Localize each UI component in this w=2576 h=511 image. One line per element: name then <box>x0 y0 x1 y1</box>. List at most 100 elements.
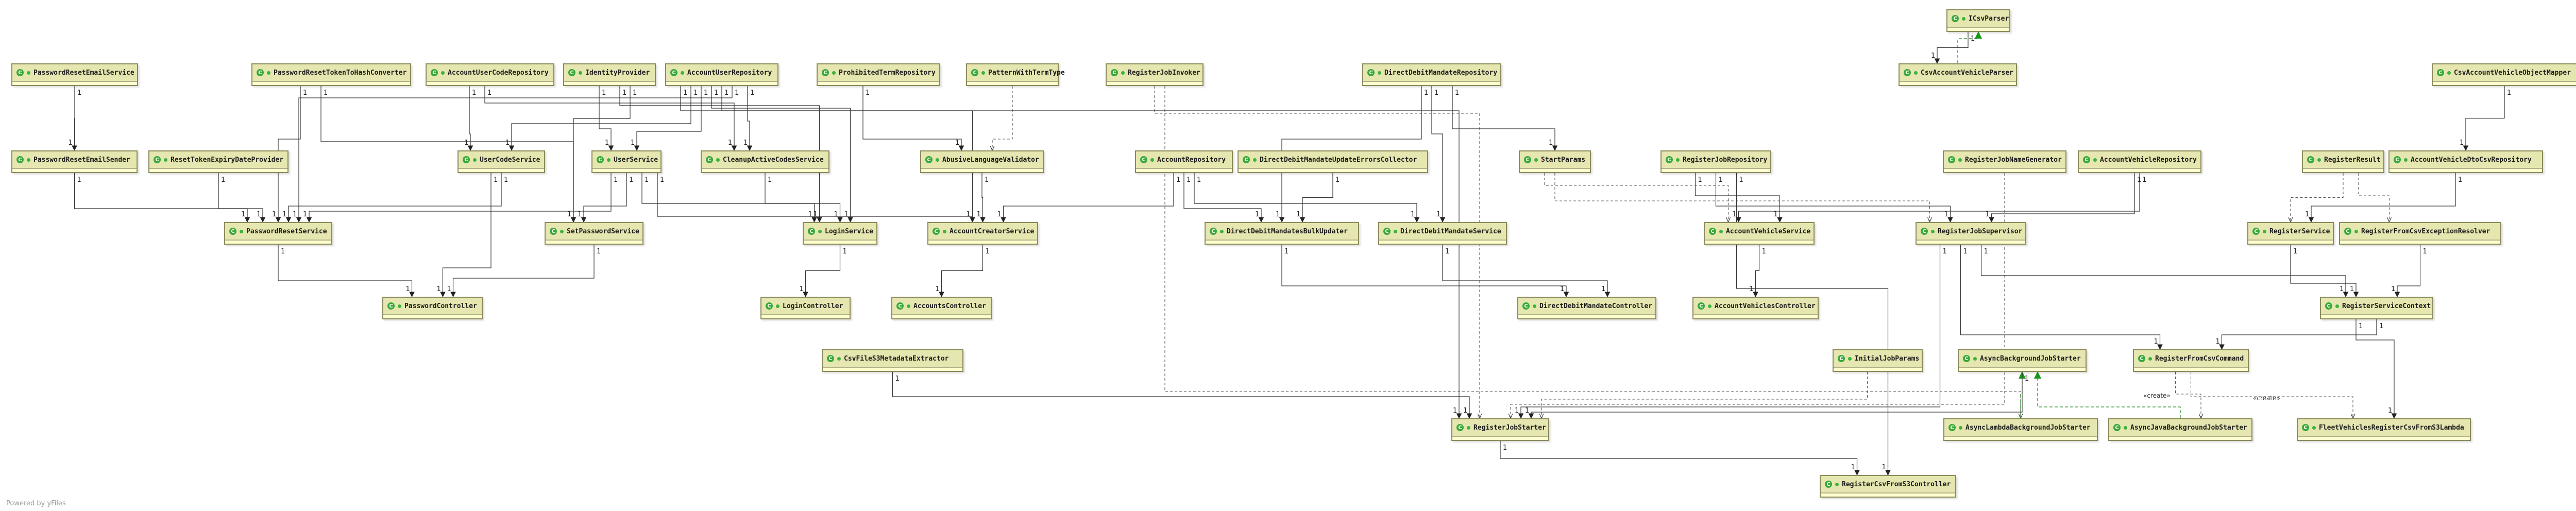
class-c-icon: C <box>2113 424 2121 431</box>
edge-account-user-repository-to-cleanup-active-codes-service <box>747 86 753 151</box>
multiplicity-source: 1 <box>2293 248 2298 256</box>
class-c-icon: C <box>387 302 395 310</box>
multiplicity-source: 1 <box>2137 176 2142 184</box>
class-name: RegisterFromCsvExceptionResolver <box>2361 227 2490 235</box>
multiplicity-source: 1 <box>1718 176 1723 184</box>
class-c-icon: C <box>1948 156 1955 163</box>
public-visibility-icon <box>1150 158 1154 162</box>
public-visibility-icon <box>267 71 270 75</box>
multiplicity-target: 1 <box>257 211 261 218</box>
multiplicity-source: 1 <box>2025 375 2029 383</box>
edge-csv-account-vehicle-object-mapper-to-account-vehicle-dto-csv-repository <box>2463 86 2505 151</box>
class-c-icon: C <box>1825 481 1832 488</box>
edge-account-vehicle-dto-csv-repository-to-register-service <box>2308 173 2456 223</box>
edge-password-reset-service-to-password-controller <box>278 245 415 298</box>
multiplicity-source: 1 <box>622 89 627 97</box>
edge-csv-account-vehicle-parser-to-i-csv-parser <box>1957 31 1982 63</box>
multiplicity-target: 1 <box>1515 407 1519 415</box>
multiplicity-target: 1 <box>241 211 246 218</box>
multiplicity-source: 1 <box>1187 176 1191 184</box>
multiplicity-target: 1 <box>834 211 838 218</box>
multiplicity-source: 1 <box>472 89 477 97</box>
public-visibility-icon <box>2404 158 2408 162</box>
multiplicity-source: 1 <box>735 89 739 97</box>
multiplicity-target: 1 <box>1773 211 1778 218</box>
class-c-icon: C <box>808 228 815 235</box>
public-visibility-icon <box>1848 356 1852 361</box>
multiplicity-target: 1 <box>505 139 510 147</box>
multiplicity-source: 1 <box>2359 322 2363 330</box>
multiplicity-target: 1 <box>567 211 572 218</box>
multiplicity-source: 1 <box>645 176 649 184</box>
class-name: UserService <box>614 156 658 164</box>
class-c-icon: C <box>706 156 713 163</box>
multiplicity-target: 1 <box>2388 407 2393 415</box>
class-name: AccountUserCodeRepository <box>448 69 549 77</box>
public-visibility-icon <box>1220 229 1224 233</box>
edge-account-repository-to-direct-debit-mandate-service <box>1194 173 1420 223</box>
class-name: DirectDebitMandateController <box>1539 302 1653 310</box>
class-name: AsyncBackgroundJobStarter <box>1980 354 2081 363</box>
